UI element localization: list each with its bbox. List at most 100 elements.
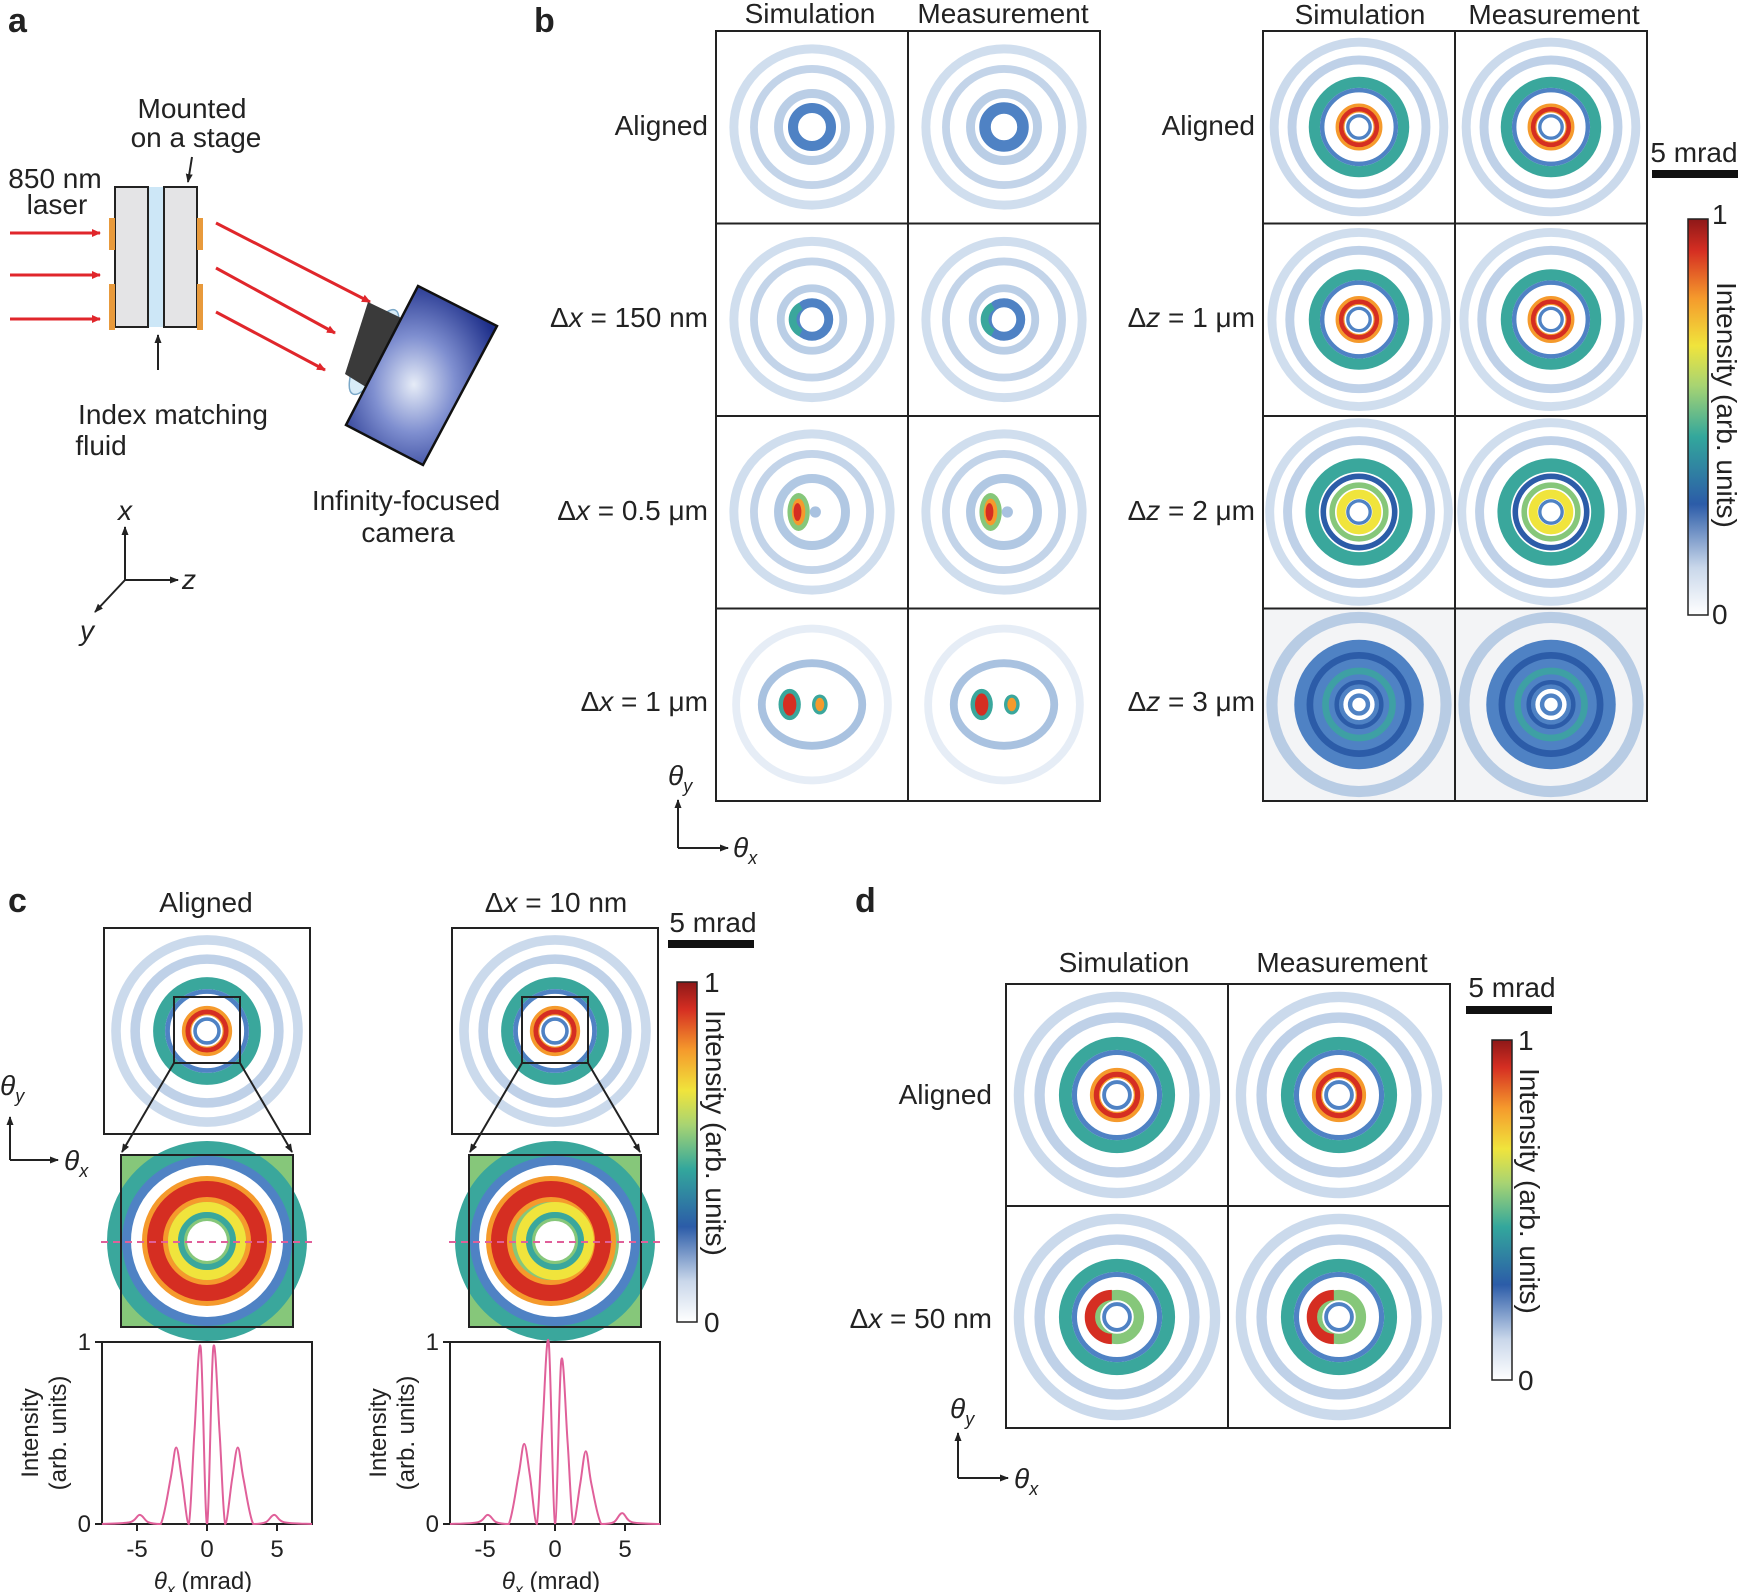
ring-1 bbox=[1102, 1302, 1132, 1332]
c-pattern-images bbox=[101, 927, 661, 1341]
zoom-arrow bbox=[469, 1062, 523, 1153]
panel-c: Aligned Δx = 10 nm θy θx 5 mrad 1 0 Inte… bbox=[0, 887, 757, 1592]
laser-label-line2: laser bbox=[27, 189, 88, 220]
zoom-arrow bbox=[239, 1062, 293, 1153]
fringe bbox=[942, 450, 1066, 574]
y-tick-label: 0 bbox=[78, 1511, 91, 1538]
fringe bbox=[966, 474, 1042, 550]
fringe bbox=[750, 450, 874, 574]
d-colorbar-label: Intensity (arb. units) bbox=[1514, 1068, 1545, 1314]
laser-beam-out-1 bbox=[215, 221, 371, 304]
center bbox=[1107, 1085, 1127, 1105]
outer-fringe bbox=[1235, 991, 1443, 1199]
c-colorbar-max: 1 bbox=[704, 967, 720, 998]
grating-3 bbox=[197, 218, 203, 250]
fringe bbox=[776, 284, 848, 355]
ring-3-edge bbox=[165, 989, 249, 1073]
gap bbox=[1520, 288, 1582, 351]
b-scale-bar-label: 5 mrad bbox=[1650, 137, 1737, 168]
zoom-box bbox=[521, 996, 589, 1064]
outer-fringe bbox=[729, 236, 895, 403]
fringe bbox=[757, 659, 867, 750]
outer-fringe bbox=[1458, 611, 1644, 798]
ring-1 bbox=[193, 1017, 221, 1045]
ring-1 bbox=[1324, 1302, 1354, 1332]
b-colorbar bbox=[1687, 218, 1709, 616]
ring-3 bbox=[1280, 1036, 1398, 1154]
c-colorbar bbox=[676, 981, 698, 1323]
ring-3-edge bbox=[1071, 1271, 1163, 1363]
axis-y-label: y bbox=[78, 615, 96, 646]
center bbox=[999, 312, 1013, 327]
d-col-measurement: Measurement bbox=[1256, 947, 1427, 978]
gap bbox=[1520, 96, 1582, 158]
ring-1 bbox=[1538, 499, 1564, 525]
fringe bbox=[774, 474, 850, 550]
zoom-box bbox=[173, 996, 241, 1064]
c-theta-y-label: θy bbox=[0, 1070, 25, 1106]
ring-3 bbox=[1500, 269, 1602, 370]
ring-3-edge bbox=[1512, 473, 1590, 551]
zoom-center bbox=[187, 1221, 227, 1261]
fringe bbox=[1034, 1234, 1200, 1400]
fringe bbox=[1479, 55, 1623, 199]
outer-fringe bbox=[1461, 37, 1641, 217]
ring-3 bbox=[1058, 1258, 1176, 1376]
ring-2 bbox=[1526, 679, 1576, 730]
ring-1 bbox=[1324, 1080, 1354, 1110]
pattern-background bbox=[908, 608, 1100, 801]
x-tick-label: 0 bbox=[200, 1536, 213, 1563]
d-row-1-label: Δx = 50 nm bbox=[850, 1303, 992, 1334]
laser-beam-out-3 bbox=[215, 310, 326, 372]
ring-3-edge bbox=[1071, 1049, 1163, 1141]
b-left-row-3-label: Δx = 1 μm bbox=[581, 686, 708, 717]
ring-3-edge bbox=[1293, 1049, 1385, 1141]
c-outer-frame bbox=[103, 927, 311, 1135]
fringe bbox=[478, 954, 632, 1108]
ring-3 bbox=[1322, 667, 1396, 742]
b-right-row-3-label: Δz = 3 μm bbox=[1128, 686, 1255, 717]
center bbox=[1329, 1085, 1349, 1105]
pattern-background bbox=[716, 608, 908, 801]
fringe bbox=[1283, 436, 1435, 588]
b-right-image-grid bbox=[1262, 30, 1648, 802]
ring-3 bbox=[1500, 76, 1602, 178]
b-right-col-measurement: Measurement bbox=[1468, 0, 1639, 30]
zoom-center bbox=[535, 1221, 575, 1261]
c-theta-axes-icon bbox=[6, 1116, 59, 1164]
fringe bbox=[968, 284, 1040, 355]
outer-fringe bbox=[732, 624, 892, 785]
ring-3 bbox=[153, 977, 261, 1085]
index-matching-gap bbox=[148, 187, 164, 327]
panel-a-schematic: Mounted on a stage 850 nm laser Index ma… bbox=[8, 93, 500, 646]
fringe bbox=[750, 257, 874, 382]
fluid-label-line2: fluid bbox=[75, 430, 126, 461]
fringe bbox=[942, 257, 1066, 382]
d-scale-bar-label: 5 mrad bbox=[1468, 972, 1555, 1003]
b-left-row-0-label: Aligned bbox=[615, 110, 708, 141]
center bbox=[1107, 1307, 1127, 1327]
ring-1 bbox=[1538, 114, 1564, 140]
outer-fringe bbox=[1235, 1213, 1443, 1421]
b-theta-x-label: θx bbox=[733, 832, 758, 868]
center bbox=[804, 119, 820, 135]
lobe-peak bbox=[974, 693, 989, 716]
ring-2-peak bbox=[1315, 1071, 1363, 1119]
b-right-row-2-label: Δz = 2 μm bbox=[1128, 495, 1255, 526]
outer-fringe bbox=[924, 624, 1084, 785]
d-colorbar-min: 0 bbox=[1518, 1365, 1534, 1396]
outer-fringe bbox=[1013, 991, 1221, 1199]
ring-3 bbox=[1280, 1258, 1398, 1376]
profile-line-series bbox=[449, 1338, 661, 1526]
fringe bbox=[1287, 55, 1431, 199]
main-ring bbox=[788, 103, 836, 151]
center bbox=[1352, 697, 1366, 712]
ring-3-edge bbox=[1320, 473, 1398, 551]
ring-1 bbox=[1535, 688, 1567, 721]
ring-2-peak bbox=[1530, 106, 1572, 148]
y-axis-label-line2: (arb. units) bbox=[393, 1376, 420, 1491]
ring-3 bbox=[501, 977, 609, 1085]
b-left-col-measurement: Measurement bbox=[917, 0, 1088, 29]
b-colorbar-max: 1 bbox=[1712, 199, 1728, 230]
crescent bbox=[788, 302, 803, 337]
